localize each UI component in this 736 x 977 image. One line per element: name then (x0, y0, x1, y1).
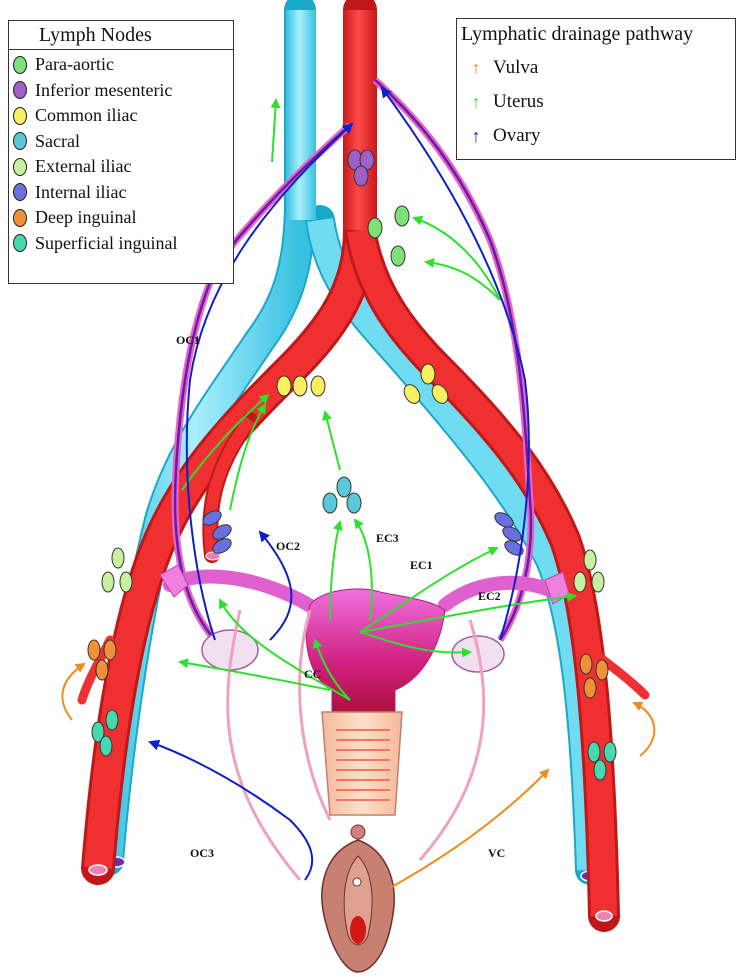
legend-item-vulva: ↑Vulva (457, 51, 735, 85)
legend-item-superficial-inguinal: Superficial inguinal (9, 231, 233, 257)
legend-item-ovary: ↑Ovary (457, 119, 735, 153)
arrow-up-icon: ↑ (467, 92, 485, 113)
arrow-up-icon: ↑ (467, 58, 485, 79)
para-aortic-node-icon (13, 56, 27, 74)
superficial-inguinal-node-icon (13, 234, 27, 252)
drainage-pathway-legend: Lymphatic drainage pathway ↑Vulva ↑Uteru… (456, 18, 736, 160)
lymph-nodes-legend: Lymph Nodes Para-aortic Inferior mesente… (8, 20, 234, 284)
label-cc: CC (304, 667, 321, 681)
label-ec2: EC2 (478, 589, 501, 603)
legend-item-sacral: Sacral (9, 129, 233, 155)
legend-item-uterus: ↑Uterus (457, 85, 735, 119)
label-vc: VC (488, 846, 505, 860)
internal-iliac-node-icon (13, 183, 27, 201)
label-oc1: OC1 (176, 333, 200, 347)
legend-item-inferior-mesenteric: Inferior mesenteric (9, 78, 233, 104)
inferior-mesenteric-node-icon (13, 81, 27, 99)
legend-item-external-iliac: External iliac (9, 154, 233, 180)
deep-inguinal-node-icon (13, 209, 27, 227)
drainage-pathway-legend-title: Lymphatic drainage pathway (457, 19, 735, 49)
arrow-up-icon: ↑ (467, 126, 485, 147)
lymph-nodes-legend-title: Lymph Nodes (9, 21, 233, 50)
sacral-node-icon (13, 132, 27, 150)
legend-item-deep-inguinal: Deep inguinal (9, 205, 233, 231)
external-iliac-node-icon (13, 158, 27, 176)
label-ec1: EC1 (410, 558, 433, 572)
label-ec3: EC3 (376, 531, 399, 545)
legend-item-internal-iliac: Internal iliac (9, 180, 233, 206)
common-iliac-node-icon (13, 107, 27, 125)
legend-item-para-aortic: Para-aortic (9, 52, 233, 78)
label-oc2: OC2 (276, 539, 300, 553)
label-oc3: OC3 (190, 846, 214, 860)
legend-item-common-iliac: Common iliac (9, 103, 233, 129)
